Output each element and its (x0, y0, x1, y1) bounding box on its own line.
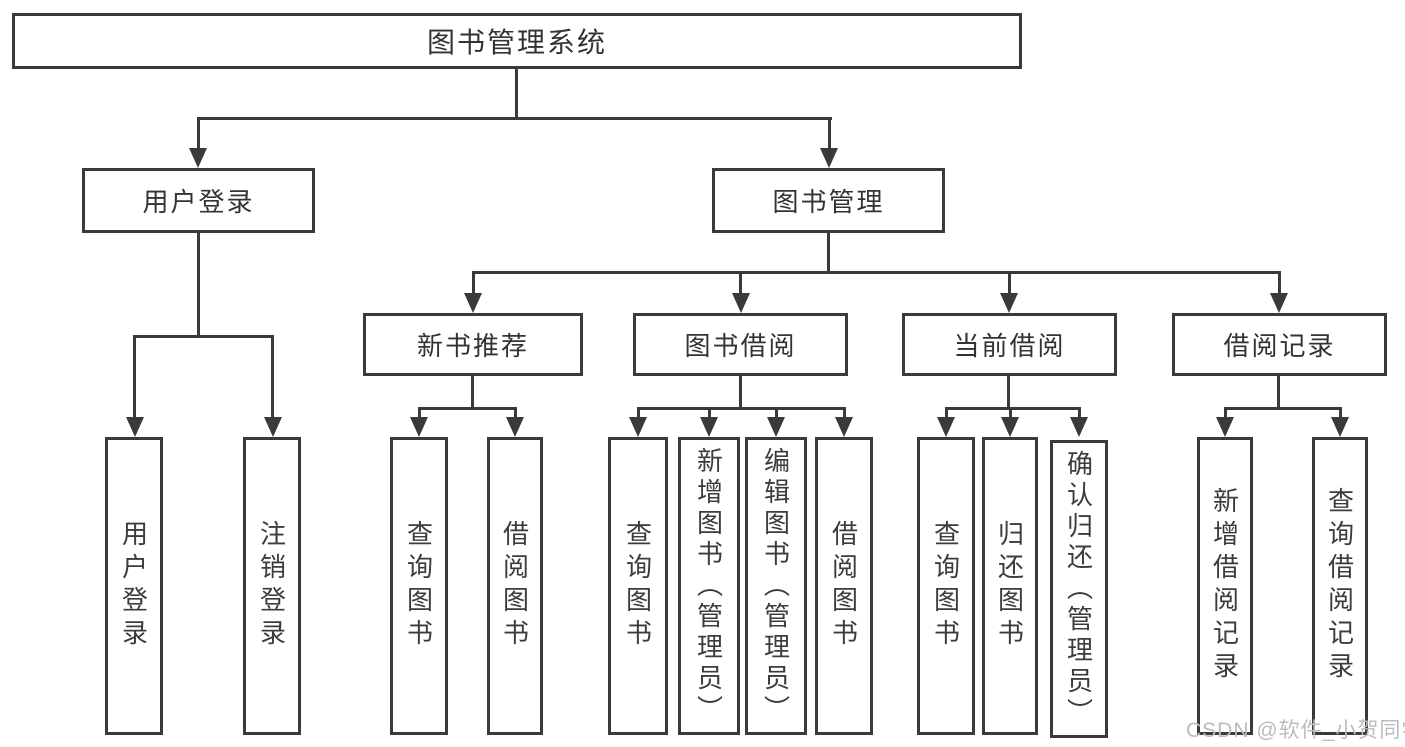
arrowhead-down-icon (189, 148, 207, 168)
connector-line-vertical (828, 117, 831, 150)
arrowhead-down-icon (1216, 417, 1234, 437)
arrowhead-down-icon (126, 417, 144, 437)
node-book-borrow: 图书借阅 (633, 313, 848, 376)
connector-line-vertical (827, 233, 830, 272)
connector-line-vertical (514, 407, 517, 419)
arrowhead-down-icon (410, 417, 428, 437)
leaf-label: 借阅图书 (499, 520, 530, 652)
connector-line-vertical (843, 407, 846, 419)
arrowhead-down-icon (700, 417, 718, 437)
connector-line-horizontal (133, 335, 273, 338)
connector-line-vertical (739, 271, 742, 295)
leaf-add-book-admin: 新增图书（管理员） (678, 437, 740, 735)
connector-line-vertical (1009, 407, 1012, 419)
node-label: 图书管理系统 (426, 27, 607, 58)
arrowhead-down-icon (820, 148, 838, 168)
node-label: 图书管理 (772, 187, 885, 217)
connector-line-horizontal (637, 407, 845, 410)
connector-line-vertical (1339, 407, 1342, 419)
connector-line-vertical (197, 233, 200, 336)
leaf-label: 编辑图书（管理员） (760, 446, 791, 726)
leaf-label: 用户登录 (118, 520, 149, 652)
connector-line-vertical (418, 407, 421, 419)
leaf-add-borrow-record: 新增借阅记录 (1197, 437, 1253, 735)
connector-line-vertical (1008, 271, 1011, 295)
node-label: 当前借阅 (953, 331, 1066, 361)
leaf-edit-book-admin: 编辑图书（管理员） (745, 437, 807, 735)
leaf-confirm-return-admin: 确认归还（管理员） (1050, 440, 1108, 738)
leaf-user-login: 用户登录 (105, 437, 163, 735)
leaf-logout: 注销登录 (243, 437, 301, 735)
arrowhead-down-icon (1331, 417, 1349, 437)
arrowhead-down-icon (767, 417, 785, 437)
connector-line-vertical (708, 407, 711, 419)
leaf-query-books-recommend: 查询图书 (390, 437, 448, 735)
node-label: 图书借阅 (684, 331, 797, 361)
connector-line-horizontal (418, 407, 517, 410)
node-label: 借阅记录 (1223, 331, 1336, 361)
leaf-query-borrow-record: 查询借阅记录 (1312, 437, 1368, 735)
connector-line-vertical (271, 335, 274, 419)
leaf-label: 查询图书 (930, 520, 961, 652)
connector-line-horizontal (1224, 407, 1341, 410)
leaf-label: 归还图书 (994, 520, 1025, 652)
connector-line-vertical (1278, 271, 1281, 295)
leaf-query-books-current: 查询图书 (917, 437, 975, 735)
leaf-label: 查询借阅记录 (1324, 487, 1355, 685)
arrowhead-down-icon (506, 417, 524, 437)
leaf-return-books: 归还图书 (982, 437, 1038, 735)
arrowhead-down-icon (1270, 293, 1288, 313)
arrowhead-down-icon (732, 293, 750, 313)
connector-line-vertical (775, 407, 778, 419)
node-book-management: 图书管理 (712, 168, 945, 233)
node-borrow-records: 借阅记录 (1172, 313, 1387, 376)
csdn-watermark: CSDN @软件_小贺同学 (1186, 719, 1405, 742)
node-label: 用户登录 (142, 187, 255, 217)
node-library-system: 图书管理系统 (12, 13, 1022, 69)
connector-line-vertical (472, 271, 475, 295)
connector-line-vertical (739, 376, 742, 408)
arrowhead-down-icon (1001, 417, 1019, 437)
leaf-label: 新增图书（管理员） (693, 446, 724, 726)
leaf-label: 注销登录 (256, 520, 287, 652)
node-new-book-recommend: 新书推荐 (363, 313, 583, 376)
node-user-login: 用户登录 (82, 168, 315, 233)
leaf-borrow-books: 借阅图书 (815, 437, 873, 735)
connector-line-vertical (133, 335, 136, 419)
connector-line-vertical (515, 69, 518, 118)
connector-line-vertical (1078, 407, 1081, 419)
connector-line-vertical (471, 376, 474, 408)
connector-line-horizontal (197, 117, 832, 120)
connector-line-vertical (1007, 376, 1010, 408)
leaf-label: 确认归还（管理员） (1063, 449, 1094, 729)
connector-line-horizontal (945, 407, 1080, 410)
node-current-borrow: 当前借阅 (902, 313, 1117, 376)
connector-line-vertical (637, 407, 640, 419)
connector-line-vertical (197, 117, 200, 150)
leaf-borrow-books-recommend: 借阅图书 (487, 437, 543, 735)
leaf-label: 新增借阅记录 (1209, 487, 1240, 685)
connector-line-vertical (1224, 407, 1227, 419)
arrowhead-down-icon (629, 417, 647, 437)
leaf-query-books-borrow: 查询图书 (608, 437, 668, 735)
connector-line-vertical (945, 407, 948, 419)
arrowhead-down-icon (264, 417, 282, 437)
leaf-label: 查询图书 (403, 520, 434, 652)
arrowhead-down-icon (937, 417, 955, 437)
node-label: 新书推荐 (416, 331, 529, 361)
connector-line-vertical (1277, 376, 1280, 408)
leaf-label: 查询图书 (622, 520, 653, 652)
arrowhead-down-icon (464, 293, 482, 313)
arrowhead-down-icon (1000, 293, 1018, 313)
connector-line-horizontal (472, 271, 1280, 274)
leaf-label: 借阅图书 (828, 520, 859, 652)
arrowhead-down-icon (1070, 417, 1088, 437)
arrowhead-down-icon (835, 417, 853, 437)
